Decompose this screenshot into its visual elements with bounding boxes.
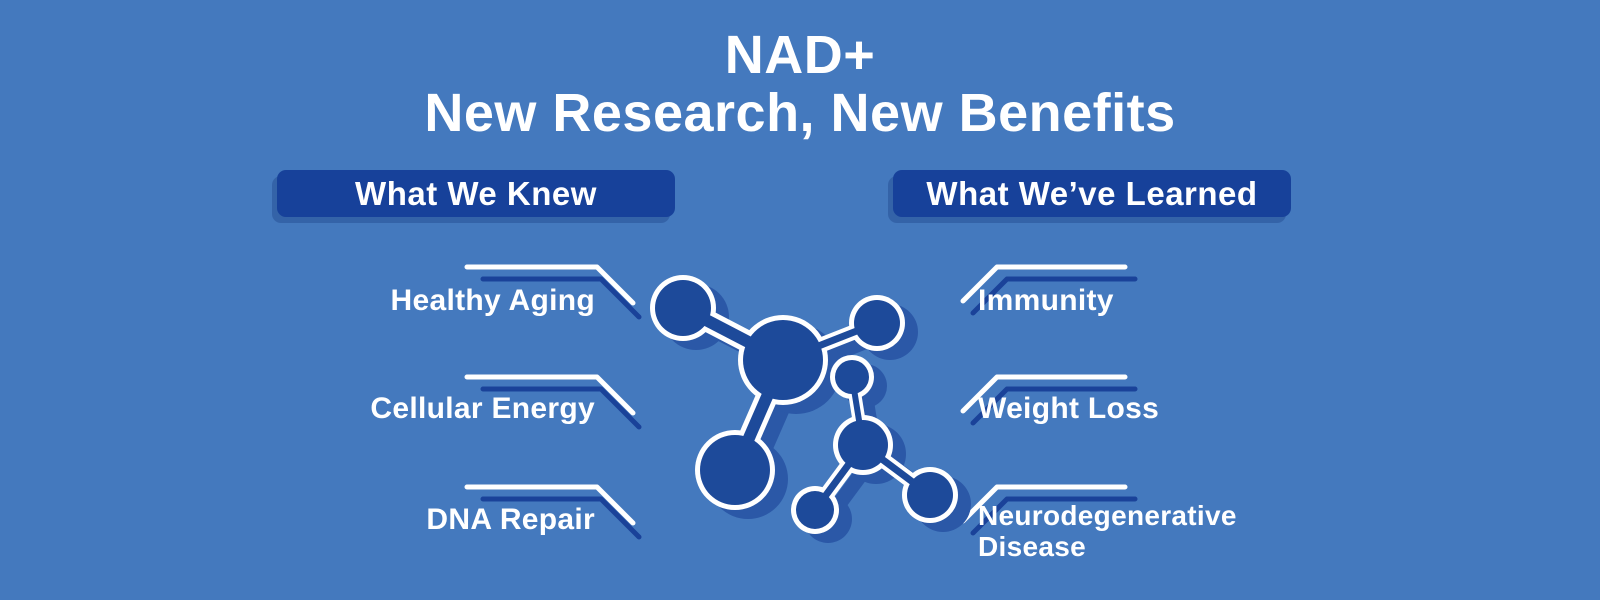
molecule-atom: [835, 360, 869, 394]
pointer-line-dark: [480, 496, 642, 540]
badge-what-weve-learned-label: What We’ve Learned: [926, 174, 1258, 212]
molecule-atom: [854, 300, 900, 346]
molecule-atom: [743, 320, 823, 400]
molecule-atom: [907, 472, 953, 518]
list-item-weight-loss: Weight Loss: [978, 392, 1160, 425]
molecule-atom: [700, 435, 770, 505]
pointer-lines-right: [960, 264, 1138, 536]
pointer-line-white: [960, 264, 1128, 304]
molecule-atom: [796, 491, 834, 529]
list-item-neurodegenerative-disease: Neurodegenerative Disease: [978, 500, 1237, 562]
badge-what-we-knew-label: What We Knew: [355, 174, 597, 212]
title-line-2: New Research, New Benefits: [424, 83, 1176, 143]
badge-what-weve-learned: What We’ve Learned: [893, 170, 1291, 217]
molecule-body: [655, 280, 953, 529]
pointer-line-dark: [480, 276, 642, 320]
pointer-line-dark: [970, 386, 1138, 426]
title-line-1: NAD+: [724, 25, 876, 85]
molecule-atom: [838, 420, 888, 470]
pointer-line-dark: [970, 496, 1138, 536]
pointer-line-white: [464, 374, 636, 416]
pointer-lines-left: [464, 264, 642, 540]
pointer-line-dark: [480, 386, 642, 430]
badge-what-we-knew: What We Knew: [277, 170, 675, 217]
list-item-cellular-energy: Cellular Energy: [370, 392, 595, 425]
list-item-healthy-aging: Healthy Aging: [390, 284, 595, 317]
list-item-immunity: Immunity: [978, 284, 1114, 317]
pointer-line-white: [464, 264, 636, 306]
pointer-line-white: [960, 484, 1128, 524]
list-item-dna-repair: DNA Repair: [426, 503, 595, 536]
pointer-line-dark: [970, 276, 1138, 316]
page-title: NAD+ New Research, New Benefits: [0, 26, 1600, 142]
pointer-line-white: [464, 484, 636, 526]
molecule-atom: [655, 280, 711, 336]
pointer-line-white: [960, 374, 1128, 414]
